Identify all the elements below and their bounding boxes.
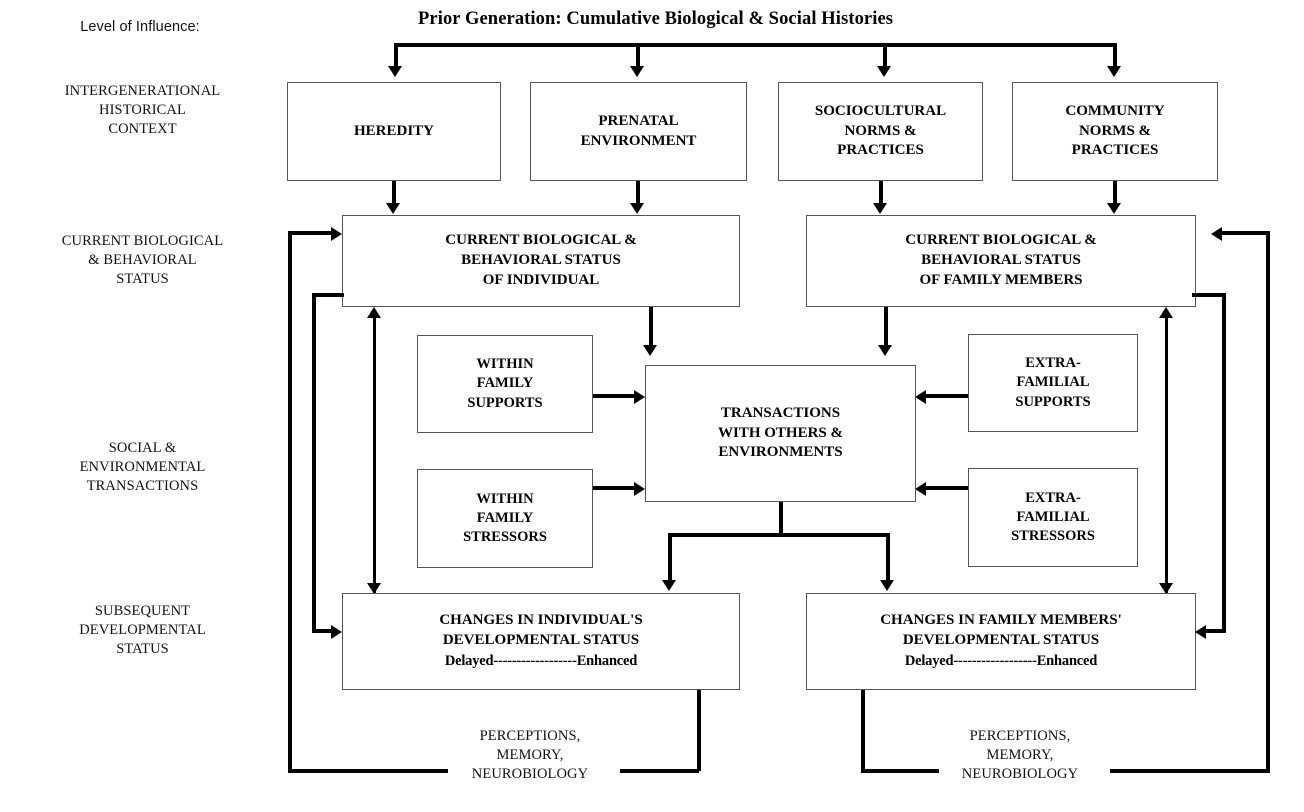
top-trunk-drop-sociocultural (883, 43, 887, 69)
feedback-right-outer-vertical (1266, 231, 1270, 773)
level-of-influence-label: Level of Influence: (80, 19, 200, 35)
feedback-left-inner-vertical (312, 293, 316, 633)
arrowhead-feedback-left-to-changes (331, 625, 342, 639)
feedback-right-outer-top (1222, 231, 1270, 235)
feedback-left-inner-bottom (312, 629, 334, 633)
transactions-fork-left-drop (668, 533, 672, 583)
feedback-right-outer-bottom (1110, 769, 1270, 773)
bidirectional-arrow-left-shaft (373, 316, 376, 593)
arrowhead-extra-supports-to-transactions (915, 390, 926, 404)
connector-community-to-status-family (1113, 181, 1117, 206)
arrowhead-feedback-right-to-current-status (1211, 227, 1222, 241)
feedback-left-outer-bottom (288, 769, 448, 773)
connector-within-supports-to-transactions (593, 394, 638, 398)
bidirectional-arrow-right-shaft (1165, 316, 1168, 593)
feedback-left-label: PERCEPTIONS,MEMORY,NEUROBIOLOGY (471, 728, 589, 783)
feedback-left-outer-vertical (288, 231, 292, 773)
box-changes-family-scale: Delayed------------------Enhanced (904, 653, 1098, 670)
arrowhead-transactions-to-changes-individual (662, 580, 676, 591)
connector-prenatal-to-status-individual (636, 181, 640, 206)
top-trunk-drop-community (1113, 43, 1117, 69)
connector-sociocultural-to-status-family (879, 181, 883, 206)
box-changes-family[interactable]: CHANGES IN FAMILY MEMBERS'DEVELOPMENTAL … (806, 593, 1196, 690)
top-trunk-drop-prenatal (636, 43, 640, 69)
arrowhead-heredity-to-status-individual (386, 203, 400, 214)
feedback-left-return-bottom (620, 769, 699, 773)
box-heredity-label: HEREDITY (353, 122, 435, 139)
arrowhead-community-to-status-family (1107, 203, 1121, 214)
feedback-right-inner-top (1192, 293, 1226, 297)
arrowhead-prenatal-to-status-individual (630, 203, 644, 214)
arrowhead-extra-stressors-to-transactions (915, 482, 926, 496)
arrowhead-feedback-right-to-changes (1195, 625, 1206, 639)
feedback-right-return-vertical (861, 690, 865, 771)
bidirectional-arrow-right-head-down (1159, 583, 1173, 594)
bidirectional-arrow-left-head-down (367, 583, 381, 594)
connector-status-family-to-transactions (884, 307, 888, 347)
feedback-right-return-bottom (861, 769, 939, 773)
top-trunk-drop-heredity (394, 43, 398, 69)
feedback-left-outer-top (288, 231, 334, 235)
feedback-right-inner-vertical (1222, 293, 1226, 633)
connector-extra-supports-to-transactions (926, 394, 968, 398)
connector-heredity-to-status-individual (392, 181, 396, 206)
feedback-right-label: PERCEPTIONS,MEMORY,NEUROBIOLOGY (961, 728, 1079, 783)
arrowhead-feedback-left-to-current-status (331, 227, 342, 241)
arrowhead-within-supports-to-transactions (634, 390, 645, 404)
transactions-fork-stem (779, 502, 783, 535)
top-trunk-horizontal (394, 43, 1117, 47)
box-changes-family-title: CHANGES IN FAMILY MEMBERS'DEVELOPMENTAL … (880, 612, 1122, 649)
connector-extra-stressors-to-transactions (926, 486, 968, 490)
box-changes-individual-scale: Delayed------------------Enhanced (444, 653, 638, 670)
connector-status-individual-to-transactions (649, 307, 653, 347)
arrowhead-transactions-to-changes-family (880, 580, 894, 591)
feedback-left-inner-top (312, 293, 344, 297)
arrowhead-to-sociocultural (877, 66, 891, 77)
transactions-fork-bar (668, 533, 890, 537)
arrowhead-status-family-to-transactions (878, 345, 892, 356)
transactions-fork-right-drop (886, 533, 890, 583)
arrowhead-within-stressors-to-transactions (634, 482, 645, 496)
box-changes-family-content: CHANGES IN FAMILY MEMBERS'DEVELOPMENTAL … (807, 611, 1195, 671)
arrowhead-status-individual-to-transactions (643, 345, 657, 356)
box-heredity[interactable]: HEREDITY (287, 82, 501, 181)
arrowhead-to-prenatal (630, 66, 644, 77)
arrowhead-sociocultural-to-status-family (873, 203, 887, 214)
diagram-title: Prior Generation: Cumulative Biological … (418, 9, 894, 29)
bidirectional-arrow-left-head-up (367, 307, 381, 318)
feedback-left-return-vertical (697, 690, 701, 771)
connector-within-stressors-to-transactions (593, 486, 638, 490)
arrowhead-to-community (1107, 66, 1121, 77)
feedback-right-inner-bottom (1206, 629, 1226, 633)
bidirectional-arrow-right-head-up (1159, 307, 1173, 318)
arrowhead-to-heredity (388, 66, 402, 77)
